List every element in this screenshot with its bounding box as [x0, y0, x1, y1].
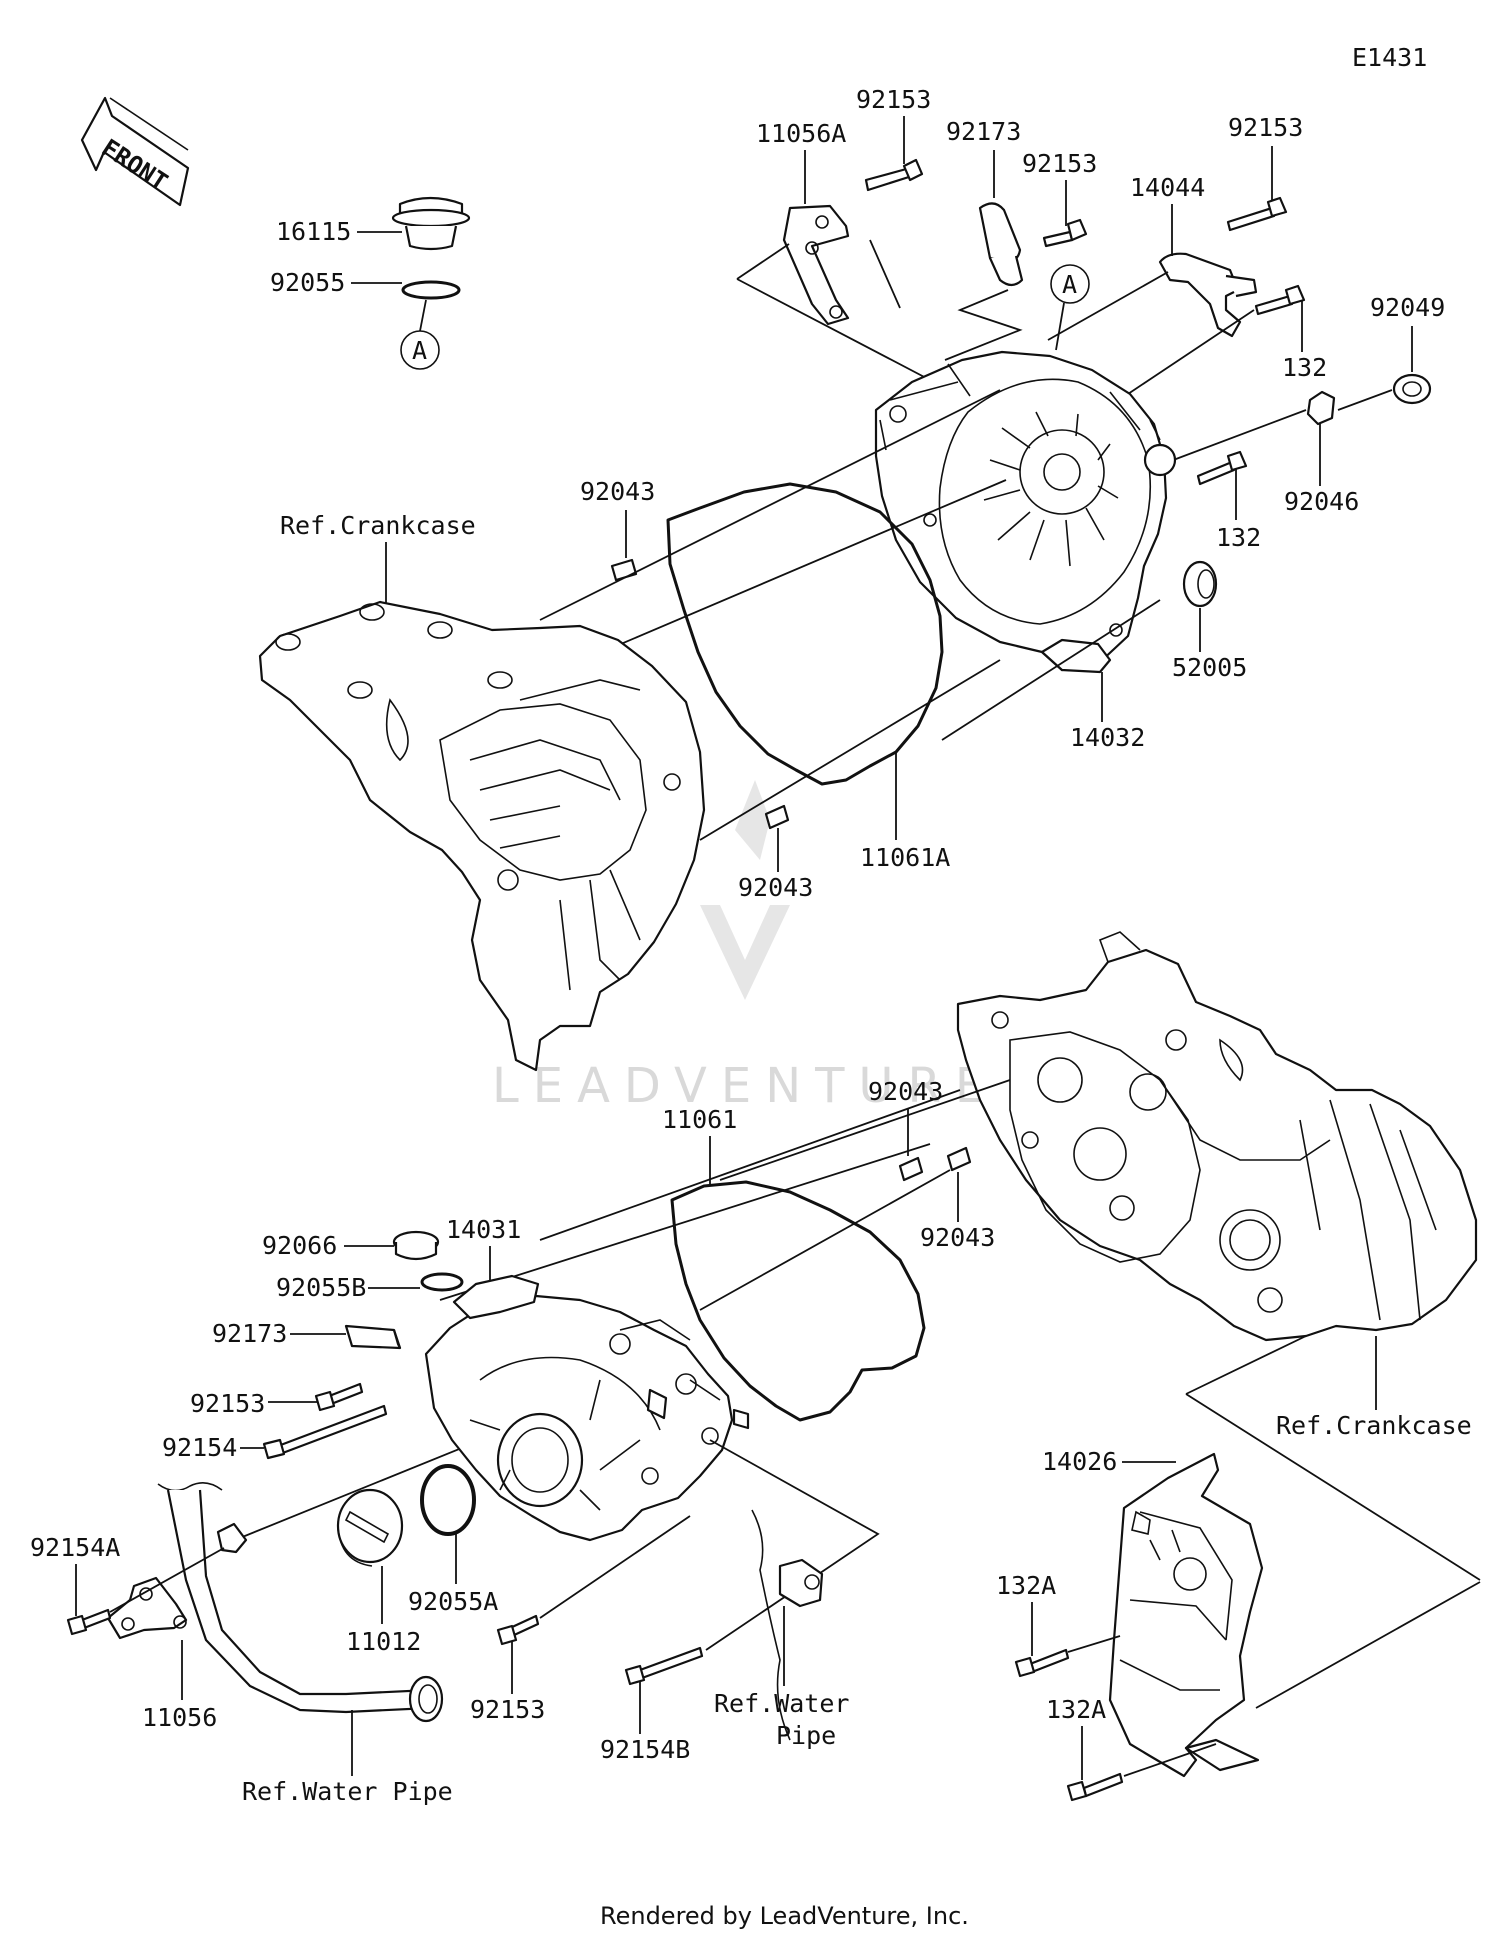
label-11012: 11012 — [346, 1627, 421, 1656]
bolt-92154B — [624, 1646, 704, 1686]
label-14044: 14044 — [1130, 173, 1205, 202]
label-92154: 92154 — [162, 1433, 237, 1462]
bolt-92153-e — [496, 1614, 540, 1646]
generator-cover-14031 — [424, 1274, 750, 1542]
label-92153-e: 92153 — [470, 1695, 545, 1724]
bolt-92153-d — [314, 1382, 364, 1412]
o-ring-92055A — [420, 1464, 476, 1536]
bolt-132A-a — [1014, 1648, 1070, 1678]
plate-92173-bottom — [344, 1324, 402, 1350]
dowel-92043-c — [898, 1156, 924, 1182]
clutch-cover-14032 — [874, 350, 1177, 674]
label-132A-a: 132A — [996, 1571, 1056, 1600]
label-14026: 14026 — [1042, 1447, 1117, 1476]
label-11061A: 11061A — [860, 843, 950, 872]
o-ring-92055B — [420, 1272, 464, 1292]
label-92043-b: 92043 — [738, 873, 813, 902]
ref-water-pipe-left: Ref.Water Pipe — [242, 1777, 453, 1806]
callout-a-top-letter: A — [1062, 270, 1077, 299]
diagram-code: E1431 — [1352, 43, 1427, 72]
plate-92173-top — [978, 202, 1024, 287]
sprocket-cover-14026 — [1108, 1452, 1264, 1778]
label-14031: 14031 — [446, 1215, 521, 1244]
bracket-14044 — [1158, 252, 1258, 338]
label-92153-b: 92153 — [1022, 149, 1097, 178]
label-92043-a: 92043 — [580, 477, 655, 506]
footer-credit: Rendered by LeadVenture, Inc. — [600, 1902, 969, 1930]
label-11061: 11061 — [662, 1105, 737, 1134]
dowel-92043-d — [946, 1146, 972, 1172]
label-92173-top: 92173 — [946, 117, 1021, 146]
gasket-11061 — [670, 1180, 926, 1422]
bolt-92153-c — [1226, 196, 1288, 232]
seal-92049 — [1392, 373, 1432, 405]
label-92173-bottom: 92173 — [212, 1319, 287, 1348]
seal-52005 — [1182, 560, 1218, 608]
nut-92046 — [1306, 390, 1336, 426]
label-132-b: 132 — [1216, 523, 1261, 552]
label-14032: 14032 — [1070, 723, 1145, 752]
bolt-132A-b — [1066, 1772, 1124, 1802]
water-pipe-mid — [751, 1509, 824, 1741]
plug-92066 — [392, 1230, 440, 1261]
label-92043-c: 92043 — [868, 1077, 943, 1106]
label-92055B: 92055B — [276, 1273, 366, 1302]
dowel-92043-b — [764, 804, 790, 830]
label-92055: 92055 — [270, 268, 345, 297]
bracket-11056 — [106, 1576, 188, 1640]
bolt-132-b — [1196, 450, 1248, 486]
label-92153-c: 92153 — [1228, 113, 1303, 142]
label-132A-b: 132A — [1046, 1695, 1106, 1724]
label-11056: 11056 — [142, 1703, 217, 1732]
bracket-11056A — [782, 204, 850, 326]
water-pipe-left — [157, 1482, 444, 1723]
crankcase-bottom-right — [956, 931, 1478, 1342]
label-92043-d: 92043 — [920, 1223, 995, 1252]
label-92153-d: 92153 — [190, 1389, 265, 1418]
callout-a-top — [1050, 264, 1090, 304]
ref-water-pipe-mid-2: Pipe — [776, 1721, 836, 1750]
ref-crankcase-bottom: Ref.Crankcase — [1276, 1411, 1472, 1440]
label-52005: 52005 — [1172, 653, 1247, 682]
gasket-11061A — [666, 482, 944, 786]
front-arrow: FRONT — [80, 96, 190, 207]
label-92153-a: 92153 — [856, 85, 931, 114]
label-11056A: 11056A — [756, 119, 846, 148]
label-92049: 92049 — [1370, 293, 1445, 322]
label-92154A: 92154A — [30, 1533, 120, 1562]
bolt-92153-b — [1042, 218, 1088, 248]
bolt-92154 — [262, 1404, 388, 1460]
label-92154B: 92154B — [600, 1735, 690, 1764]
label-92066: 92066 — [262, 1231, 337, 1260]
ref-water-pipe-mid-1: Ref.Water — [714, 1689, 849, 1718]
label-92046: 92046 — [1284, 487, 1359, 516]
label-16115: 16115 — [276, 217, 351, 246]
o-ring-92055 — [401, 280, 461, 300]
callout-a-left-letter: A — [412, 336, 427, 365]
oil-filler-cap — [391, 196, 471, 251]
crankcase-top-left — [258, 600, 706, 1072]
watermark: LEADVENTURE — [492, 780, 999, 1114]
label-132-a: 132 — [1282, 353, 1327, 382]
watermark-text: LEADVENTURE — [492, 1058, 999, 1114]
bolt-92154A — [66, 1608, 112, 1636]
ref-crankcase-top: Ref.Crankcase — [280, 511, 476, 540]
bolt-92153-a — [864, 158, 924, 192]
plug-11012 — [336, 1488, 404, 1567]
bolt-132-a — [1254, 284, 1306, 316]
label-92055A: 92055A — [408, 1587, 498, 1616]
